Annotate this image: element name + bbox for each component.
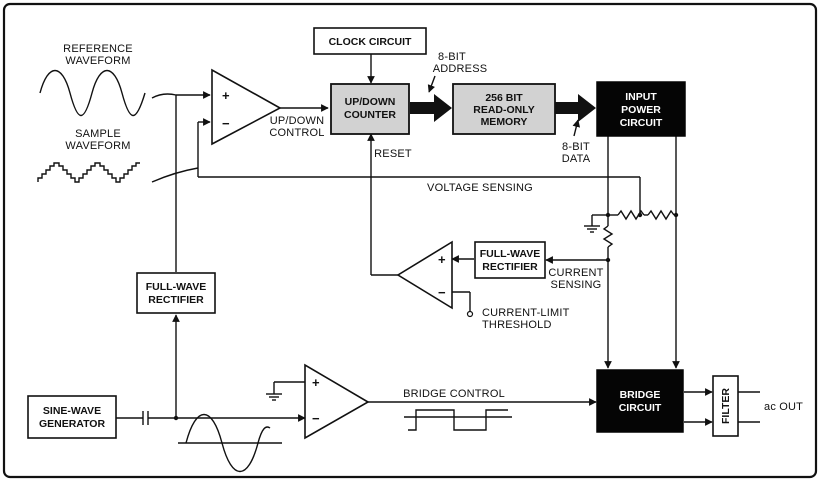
current-limit-threshold-label: CURRENT-LIMIT <box>482 307 570 319</box>
voltage-sensing-label: VOLTAGE SENSING <box>427 182 533 194</box>
data-bus-arrows <box>410 75 596 137</box>
svg-text:SINE-WAVE: SINE-WAVE <box>43 405 101 417</box>
svg-text:−: − <box>222 116 230 131</box>
svg-text:RECTIFIER: RECTIFIER <box>482 261 538 273</box>
bridge-control-opamp: + − <box>304 363 370 440</box>
filter-block: FILTER <box>712 375 739 437</box>
svg-text:+: + <box>438 252 446 267</box>
updown-control-label-2: CONTROL <box>269 127 324 139</box>
updown-control-label: UP/DOWN <box>270 115 325 127</box>
svg-text:CIRCUIT: CIRCUIT <box>619 402 662 414</box>
eight-bit-data-label-2: DATA <box>562 153 591 165</box>
reset-label: RESET <box>374 148 412 160</box>
svg-text:+: + <box>312 375 320 390</box>
current-sensing-label: CURRENT <box>548 267 603 279</box>
updown-counter-block: UP/DOWN COUNTER <box>330 83 410 135</box>
rom-block: 256 BIT READ-ONLY MEMORY <box>452 83 556 135</box>
comparator-opamp: + − <box>211 68 282 146</box>
reference-waveform-label: REFERENCE <box>63 43 133 55</box>
svg-text:COUNTER: COUNTER <box>344 109 396 121</box>
current-limit-threshold-label-2: THRESHOLD <box>482 319 552 331</box>
clock-circuit-block: CLOCK CIRCUIT <box>313 27 427 55</box>
full-wave-rectifier-left-block: FULL-WAVE RECTIFIER <box>136 272 216 314</box>
bridge-circuit-block: BRIDGE CIRCUIT <box>596 369 684 433</box>
svg-text:RECTIFIER: RECTIFIER <box>148 294 204 306</box>
svg-text:CIRCUIT: CIRCUIT <box>620 117 663 129</box>
svg-text:BRIDGE: BRIDGE <box>620 389 661 401</box>
eight-bit-data-label: 8-BIT <box>562 141 590 153</box>
svg-text:READ-ONLY: READ-ONLY <box>473 104 534 116</box>
svg-text:POWER: POWER <box>621 104 661 116</box>
input-power-circuit-block: INPUT POWER CIRCUIT <box>596 81 686 137</box>
sine-output-waveform-graphic <box>178 413 282 473</box>
full-wave-rectifier-right-block: FULL-WAVE RECTIFIER <box>474 241 546 279</box>
eight-bit-address-label-2: ADDRESS <box>433 63 488 75</box>
reference-waveform-label-2: WAVEFORM <box>65 55 130 67</box>
wires <box>116 54 760 426</box>
current-sensing-label-2: SENSING <box>551 279 602 291</box>
sample-waveform-label: SAMPLE <box>75 128 121 140</box>
reference-waveform-graphic <box>39 70 146 116</box>
svg-text:FILTER: FILTER <box>720 388 732 424</box>
svg-text:+: + <box>222 88 230 103</box>
sample-waveform-graphic <box>37 162 140 183</box>
svg-text:UP/DOWN: UP/DOWN <box>345 96 396 108</box>
svg-text:FULL-WAVE: FULL-WAVE <box>480 248 540 260</box>
svg-text:−: − <box>312 411 320 426</box>
svg-text:FULL-WAVE: FULL-WAVE <box>146 281 206 293</box>
sample-waveform-label-2: WAVEFORM <box>65 140 130 152</box>
bridge-control-waveform-graphic <box>404 409 512 431</box>
sine-wave-generator-block: SINE-WAVE GENERATOR <box>27 395 117 439</box>
svg-text:CLOCK CIRCUIT: CLOCK CIRCUIT <box>329 36 412 48</box>
bridge-control-label: BRIDGE CONTROL <box>403 388 505 400</box>
current-limit-opamp: + − <box>396 240 453 310</box>
svg-text:MEMORY: MEMORY <box>481 116 528 128</box>
svg-text:INPUT: INPUT <box>625 91 657 103</box>
svg-text:GENERATOR: GENERATOR <box>39 418 106 430</box>
ac-out-label: ac OUT <box>764 401 803 413</box>
eight-bit-address-label: 8-BIT <box>438 51 466 63</box>
svg-text:256 BIT: 256 BIT <box>485 92 523 104</box>
svg-text:−: − <box>438 285 446 300</box>
